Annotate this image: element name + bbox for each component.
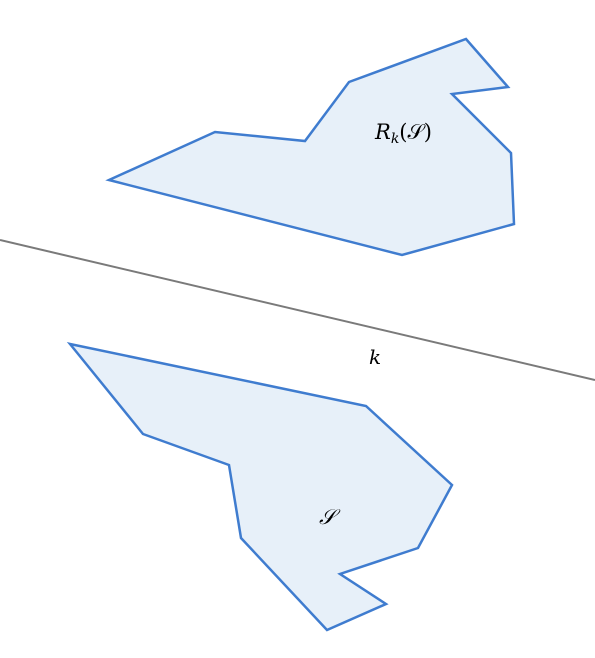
reflected-label-subscript: k (391, 131, 399, 147)
reflection-line-k (0, 239, 595, 381)
reflected-label-argument: (𝒮) (399, 120, 432, 144)
reflected-label-r: R (374, 120, 391, 144)
original-polygon (66, 342, 454, 632)
reflected-polygon-label: Rk(𝒮) (374, 120, 432, 147)
reflected-polygon (105, 37, 516, 257)
line-label-k: k (369, 345, 381, 369)
